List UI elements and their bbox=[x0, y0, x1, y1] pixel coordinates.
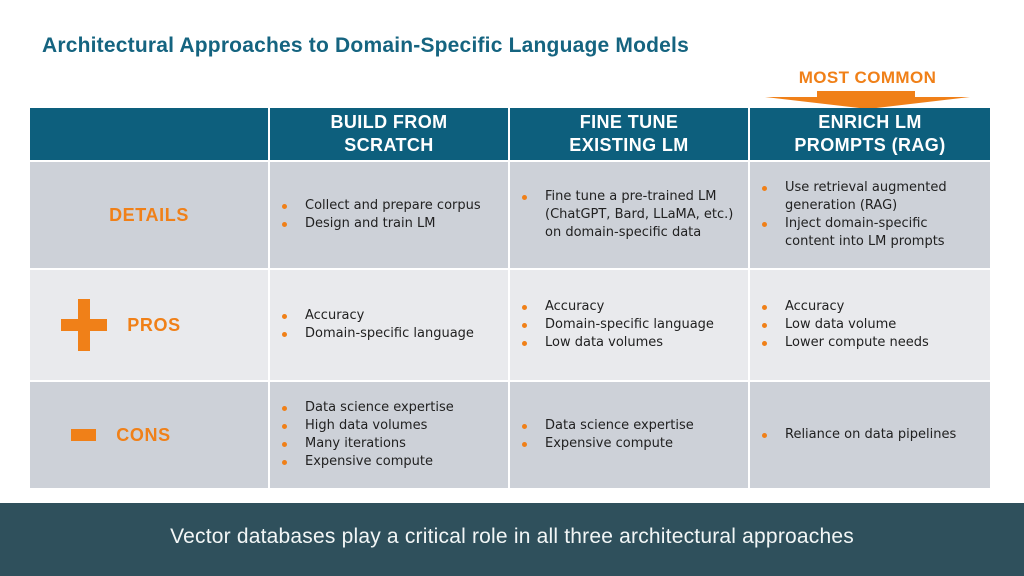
bullet-text: Low data volume bbox=[785, 317, 897, 332]
most-common-callout: MOST COMMON bbox=[765, 68, 970, 109]
footer-text: Vector databases play a critical role in… bbox=[170, 524, 854, 548]
pros-label: PROS bbox=[127, 314, 181, 335]
bullet-dot-icon bbox=[522, 323, 527, 328]
bullet-dot-icon bbox=[522, 305, 527, 310]
bullet-item: Expensive compute bbox=[282, 453, 496, 471]
bullet-list: Fine tune a pre-trained LM (ChatGPT, Bar… bbox=[510, 188, 748, 242]
bullet-text: Many iterations bbox=[305, 436, 406, 451]
bullet-item: Low data volume bbox=[762, 316, 978, 334]
minus-icon bbox=[71, 429, 97, 441]
cell-cons-rag: Reliance on data pipelines bbox=[750, 382, 990, 488]
bullet-item: Lower compute needs bbox=[762, 334, 978, 352]
bullet-text: Accuracy bbox=[785, 299, 845, 314]
bullet-item: Data science expertise bbox=[522, 417, 736, 435]
page-title: Architectural Approaches to Domain-Speci… bbox=[42, 34, 689, 57]
down-arrow-icon bbox=[765, 91, 970, 109]
column-header-fine-tune: FINE TUNE EXISTING LM bbox=[510, 108, 748, 160]
details-label: DETAILS bbox=[109, 204, 189, 225]
bullet-text: Design and train LM bbox=[305, 216, 436, 231]
bullet-item: Many iterations bbox=[282, 435, 496, 453]
bullet-text: Lower compute needs bbox=[785, 335, 929, 350]
row-label-cell-pros: PROS bbox=[30, 270, 268, 380]
bullet-dot-icon bbox=[282, 222, 287, 227]
cons-label: CONS bbox=[116, 424, 171, 445]
bullet-text: Accuracy bbox=[545, 299, 605, 314]
bullet-text: Expensive compute bbox=[545, 436, 673, 451]
bullet-item: Design and train LM bbox=[282, 215, 496, 233]
table-corner-cell bbox=[30, 108, 268, 160]
bullet-text: Fine tune a pre-trained LM (ChatGPT, Bar… bbox=[545, 189, 734, 240]
bullet-item: Collect and prepare corpus bbox=[282, 197, 496, 215]
bullet-text: Data science expertise bbox=[545, 418, 694, 433]
bullet-item: Reliance on data pipelines bbox=[762, 426, 978, 444]
bullet-dot-icon bbox=[762, 305, 767, 310]
bullet-list: Use retrieval augmented generation (RAG)… bbox=[750, 179, 990, 251]
bullet-dot-icon bbox=[522, 424, 527, 429]
bullet-text: Use retrieval augmented generation (RAG) bbox=[785, 180, 947, 213]
bullet-item: Use retrieval augmented generation (RAG) bbox=[762, 179, 978, 215]
bullet-dot-icon bbox=[522, 341, 527, 346]
bullet-dot-icon bbox=[762, 323, 767, 328]
footer-banner: Vector databases play a critical role in… bbox=[0, 503, 1024, 576]
bullet-item: Domain-specific language bbox=[522, 316, 736, 334]
column-header-build-from-scratch: BUILD FROM SCRATCH bbox=[270, 108, 508, 160]
bullet-item: Fine tune a pre-trained LM (ChatGPT, Bar… bbox=[522, 188, 736, 242]
bullet-text: Collect and prepare corpus bbox=[305, 198, 481, 213]
bullet-dot-icon bbox=[762, 186, 767, 191]
bullet-dot-icon bbox=[762, 222, 767, 227]
bullet-dot-icon bbox=[282, 460, 287, 465]
plus-icon bbox=[61, 299, 108, 351]
bullet-dot-icon bbox=[522, 195, 527, 200]
most-common-label: MOST COMMON bbox=[798, 68, 937, 87]
bullet-dot-icon bbox=[762, 341, 767, 346]
column-header-enrich-rag: ENRICH LM PROMPTS (RAG) bbox=[750, 108, 990, 160]
bullet-item: Accuracy bbox=[282, 307, 496, 325]
bullet-item: Domain-specific language bbox=[282, 325, 496, 343]
bullet-text: High data volumes bbox=[305, 418, 428, 433]
bullet-item: High data volumes bbox=[282, 417, 496, 435]
bullet-dot-icon bbox=[282, 332, 287, 337]
bullet-text: Reliance on data pipelines bbox=[785, 427, 957, 442]
comparison-table: BUILD FROM SCRATCH FINE TUNE EXISTING LM… bbox=[30, 108, 990, 488]
bullet-dot-icon bbox=[282, 314, 287, 319]
bullet-dot-icon bbox=[282, 442, 287, 447]
bullet-dot-icon bbox=[282, 424, 287, 429]
bullet-item: Accuracy bbox=[522, 298, 736, 316]
bullet-text: Inject domain-specific content into LM p… bbox=[785, 216, 945, 249]
bullet-text: Domain-specific language bbox=[545, 317, 714, 332]
bullet-text: Expensive compute bbox=[305, 454, 433, 469]
cell-details-rag: Use retrieval augmented generation (RAG)… bbox=[750, 162, 990, 268]
bullet-dot-icon bbox=[282, 406, 287, 411]
bullet-list: Reliance on data pipelines bbox=[750, 426, 990, 444]
row-label-cell-cons: CONS bbox=[30, 382, 268, 488]
bullet-item: Low data volumes bbox=[522, 334, 736, 352]
bullet-text: Data science expertise bbox=[305, 400, 454, 415]
bullet-text: Accuracy bbox=[305, 308, 365, 323]
bullet-dot-icon bbox=[282, 204, 287, 209]
bullet-item: Accuracy bbox=[762, 298, 978, 316]
bullet-dot-icon bbox=[762, 433, 767, 438]
bullet-text: Domain-specific language bbox=[305, 326, 474, 341]
row-label-cell-details: DETAILS bbox=[30, 162, 268, 268]
bullet-item: Expensive compute bbox=[522, 435, 736, 453]
bullet-text: Low data volumes bbox=[545, 335, 664, 350]
bullet-dot-icon bbox=[522, 442, 527, 447]
bullet-item: Data science expertise bbox=[282, 399, 496, 417]
bullet-item: Inject domain-specific content into LM p… bbox=[762, 215, 978, 251]
cell-details-finetune: Fine tune a pre-trained LM (ChatGPT, Bar… bbox=[510, 162, 748, 268]
